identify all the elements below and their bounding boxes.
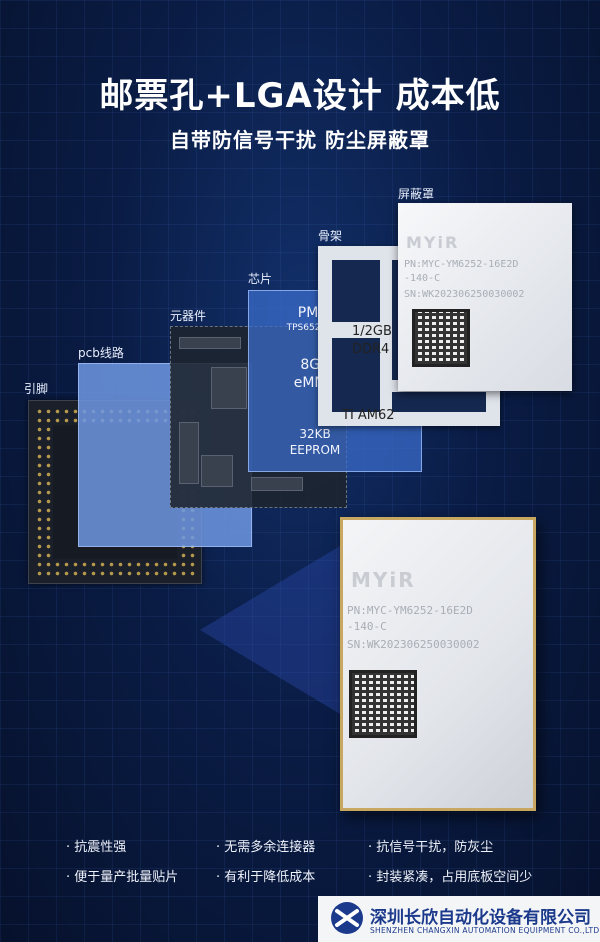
chip-eeprom: EEPROM [289, 443, 341, 457]
module-pn-suffix: -140-C [347, 620, 387, 633]
label-shield: 屏蔽罩 [398, 187, 435, 201]
chip-pmic-model: TPS6521901 [286, 323, 344, 333]
feature-item: · 有利于降低成本 [216, 870, 316, 885]
shield-qr-code [412, 309, 470, 367]
company-name-cn: 深圳长欣自动化设备有限公司 [370, 908, 591, 928]
company-watermark [318, 896, 600, 942]
chip-eeprom-size: 32KB [299, 427, 331, 441]
label-frame: 骨架 [318, 229, 343, 243]
company-name-en: SHENZHEN CHANGXIN AUTOMATION EQUIPMENT C… [370, 926, 600, 935]
shield-pn-suffix: -140-C [404, 273, 441, 284]
label-components: 元器件 [170, 309, 207, 323]
module-pn: PN:MYC-YM6252-16E2D [347, 604, 473, 617]
label-pcb: pcb线路 [78, 346, 124, 360]
page-subtitle: 自带防信号干扰 防尘屏蔽罩 [170, 128, 430, 152]
assembled-module: MYiR PN:MYC-YM6252-16E2D -140-C SN:WK202… [340, 517, 536, 811]
page-title: 邮票孔+LGA设计 成本低 [99, 76, 501, 116]
feature-item: · 便于量产批量贴片 [66, 870, 179, 885]
module-qr-code [349, 670, 417, 738]
label-chip: 芯片 [248, 272, 273, 286]
feature-item: · 封装紧凑，占用底板空间少 [368, 870, 533, 885]
feature-item: · 无需多余连接器 [216, 840, 316, 855]
feature-item: · 抗震性强 [66, 840, 127, 855]
feature-item: · 抗信号干扰，防灰尘 [368, 840, 494, 855]
layer-shield: MYiR PN:MYC-YM6252-16E2D -140-C SN:WK202… [398, 203, 572, 391]
shield-sn: SN:WK202306250030002 [404, 289, 525, 300]
company-logo-icon [331, 902, 363, 934]
label-pins: 引脚 [24, 382, 49, 396]
module-sn: SN:WK202306250030002 [347, 638, 480, 651]
shield-brand-logo: MYiR [406, 233, 460, 252]
frame-ddr-size: 1/2GB [352, 324, 392, 339]
projection-beam [200, 540, 350, 720]
shield-pn: PN:MYC-YM6252-16E2D [404, 259, 519, 270]
frame-soc: TI AM62 [342, 408, 395, 423]
module-brand-logo: MYiR [351, 568, 416, 592]
frame-ddr: DDR4 [352, 342, 390, 357]
